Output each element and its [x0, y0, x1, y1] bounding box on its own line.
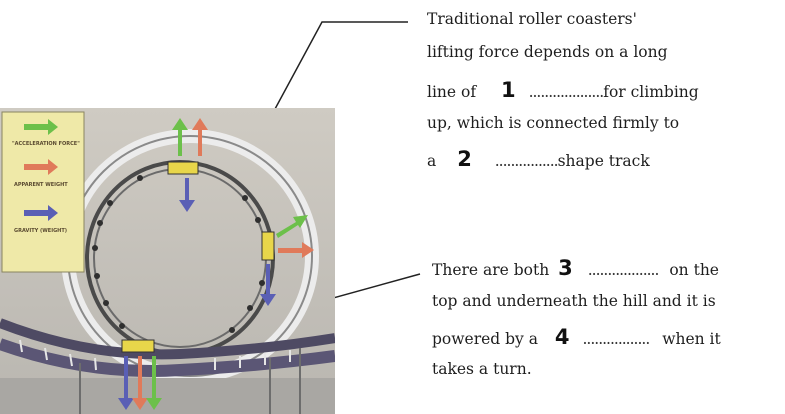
top-line-1: Traditional roller coasters': [427, 10, 637, 28]
top-line-5-end: shape track: [557, 152, 650, 170]
blank-number-2: 2: [457, 147, 472, 171]
bottom-line-3-end: when it: [662, 330, 721, 348]
bottom-cart: [121, 339, 155, 353]
side-force-arrows: [260, 215, 314, 306]
blank-3-dots[interactable]: ..................: [587, 261, 660, 279]
track-ties: [19, 339, 291, 371]
bottom-line-3: powered by a 4 ................. when it: [432, 325, 721, 349]
top-cart: [167, 161, 199, 175]
top-line-4: up, which is connected firmly to: [427, 114, 680, 132]
top-line-3: line of 1 ...................for climbin…: [427, 78, 699, 102]
bottom-line-1-start: There are both: [432, 261, 550, 279]
acceleration-arrow-icon: [24, 119, 58, 135]
side-cart: [261, 231, 275, 261]
legend-apparent-weight: APPARENT WEIGHT: [14, 182, 68, 188]
blank-number-4: 4: [554, 325, 570, 349]
force-legend: "ACCELERATION FORCE" APPARENT WEIGHT GRA…: [1, 111, 85, 273]
blank-number-3: 3: [558, 256, 573, 280]
riders: [92, 175, 265, 333]
legend-acceleration: "ACCELERATION FORCE": [12, 141, 80, 147]
top-line-5: a 2 ................shape track: [427, 147, 650, 171]
blank-2-dots[interactable]: ................: [494, 152, 559, 170]
blank-number-1: 1: [501, 78, 516, 102]
top-line-3-end: for climbing: [603, 83, 699, 101]
bottom-line-2: top and underneath the hill and it is: [432, 292, 716, 310]
roller-coaster-image: "ACCELERATION FORCE" APPARENT WEIGHT GRA…: [0, 108, 335, 414]
top-line-3-start: line of: [427, 83, 477, 101]
bottom-force-arrows: [118, 356, 162, 410]
top-line-2: lifting force depends on a long: [427, 43, 668, 61]
legend-gravity: GRAVITY (WEIGHT): [14, 228, 67, 234]
apparent-weight-arrow-icon: [24, 159, 58, 175]
bottom-line-1-end: on the: [669, 261, 719, 279]
blank-4-dots[interactable]: .................: [582, 330, 650, 348]
bottom-line-1: There are both 3 .................. on t…: [432, 256, 719, 280]
top-line-5-start: a: [427, 152, 437, 170]
top-force-arrows: [172, 118, 208, 212]
bottom-line-4: takes a turn.: [432, 360, 532, 378]
blank-1-dots[interactable]: ...................: [528, 83, 605, 101]
bottom-line-3-start: powered by a: [432, 330, 538, 348]
gravity-arrow-icon: [24, 205, 58, 221]
